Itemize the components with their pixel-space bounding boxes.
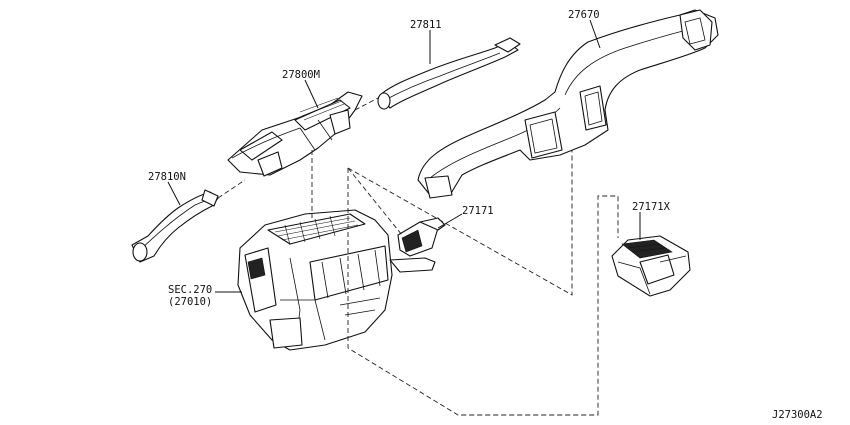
- drawing-code: J27300A2: [772, 409, 823, 421]
- duct-27811-icon[interactable]: [377, 30, 521, 110]
- label-sec-27010: (27010): [168, 296, 212, 308]
- grille-27171x-icon[interactable]: [611, 212, 691, 297]
- label-sec-270: SEC.270: [168, 284, 212, 296]
- label-27800m: 27800M: [282, 69, 320, 81]
- label-27670: 27670: [568, 9, 600, 21]
- duct-27800m-icon[interactable]: [227, 79, 363, 177]
- nozzle-27171-icon[interactable]: [397, 213, 463, 257]
- heater-unit-icon[interactable]: [215, 209, 436, 351]
- duct-27670-icon[interactable]: [417, 9, 719, 199]
- assembly-guide-lines: [217, 97, 619, 416]
- duct-27810n-icon[interactable]: [131, 181, 219, 263]
- label-27171: 27171: [462, 205, 494, 217]
- label-27171x: 27171X: [632, 201, 671, 213]
- label-27811: 27811: [410, 19, 442, 31]
- label-27810n: 27810N: [148, 171, 186, 183]
